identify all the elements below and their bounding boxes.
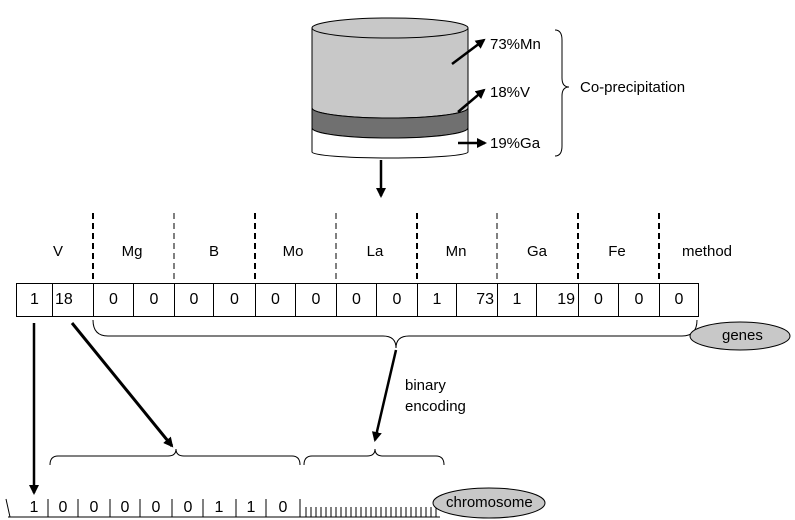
chromosome-bit: 1 — [246, 499, 256, 516]
gene-cell: 0 — [336, 283, 377, 317]
chromosome-bit: 1 — [29, 499, 39, 516]
chromosome-bit: 1 — [214, 499, 224, 516]
chromosome-ellipse — [432, 487, 546, 519]
gene-cell: 0 — [659, 283, 699, 317]
header-v: V — [52, 243, 63, 260]
gene-cell: 1 — [417, 283, 457, 317]
label-mn: 73%Mn — [490, 36, 541, 53]
arrow-mn — [451, 38, 486, 65]
gene-cell: 0 — [93, 283, 134, 317]
gene-cell: 73 — [456, 283, 498, 317]
label-v: 18%V — [490, 84, 531, 101]
header-fe: Fe — [608, 243, 626, 260]
chromosome-bar — [5, 498, 301, 518]
gene-cell: 0 — [618, 283, 660, 317]
gene-bits-brace — [303, 448, 445, 466]
amount-bits-brace — [49, 448, 301, 466]
gene-cell: 19 — [536, 283, 579, 317]
encoding-label: encoding — [405, 398, 466, 415]
cylinder — [311, 17, 469, 159]
gene-cell: 0 — [213, 283, 256, 317]
label-co-precipitation: Co-precipitation — [580, 79, 686, 96]
chromosome-bit: 0 — [183, 499, 193, 516]
arrow-v-amount — [70, 322, 174, 448]
arrow-binary-encoding — [371, 349, 398, 442]
chromosome-bit: 0 — [120, 499, 130, 516]
co-precipitation-brace — [554, 29, 570, 157]
gene-separators — [92, 213, 660, 283]
gene-cell: 0 — [295, 283, 337, 317]
cylinder-top-ellipse — [311, 17, 469, 39]
gene-cell: 18 — [52, 283, 94, 317]
label-ga: 19%Ga — [490, 135, 541, 152]
genes-label: genes — [722, 327, 763, 344]
gene-cell: 1 — [16, 283, 53, 317]
gene-cell: 0 — [578, 283, 619, 317]
genes-ellipse — [689, 321, 791, 351]
header-method: method — [681, 243, 733, 260]
chromosome-bit: 0 — [278, 499, 288, 516]
genes-brace — [92, 319, 698, 349]
cylinder-bottom-layer — [311, 127, 469, 159]
chromosome-label: chromosome — [446, 494, 533, 511]
header-mg: Mg — [121, 243, 143, 260]
gene-cell: 0 — [133, 283, 175, 317]
gene-cell: 0 — [376, 283, 418, 317]
header-mo: Mo — [282, 243, 304, 260]
chromosome-bit: 0 — [89, 499, 99, 516]
chromosome-bit: 0 — [58, 499, 68, 516]
binary-label: binary — [405, 377, 446, 394]
header-mn: Mn — [445, 243, 467, 260]
header-ga: Ga — [526, 243, 547, 260]
gene-cell: 1 — [497, 283, 537, 317]
gene-cell: 0 — [255, 283, 296, 317]
gene-cell: 0 — [174, 283, 214, 317]
arrow-v — [457, 88, 486, 113]
header-b: B — [208, 243, 219, 260]
chromosome-bit: 0 — [151, 499, 161, 516]
header-la: La — [366, 243, 384, 260]
cylinder-top-layer — [311, 27, 469, 119]
chromosome-ticks — [305, 507, 437, 517]
